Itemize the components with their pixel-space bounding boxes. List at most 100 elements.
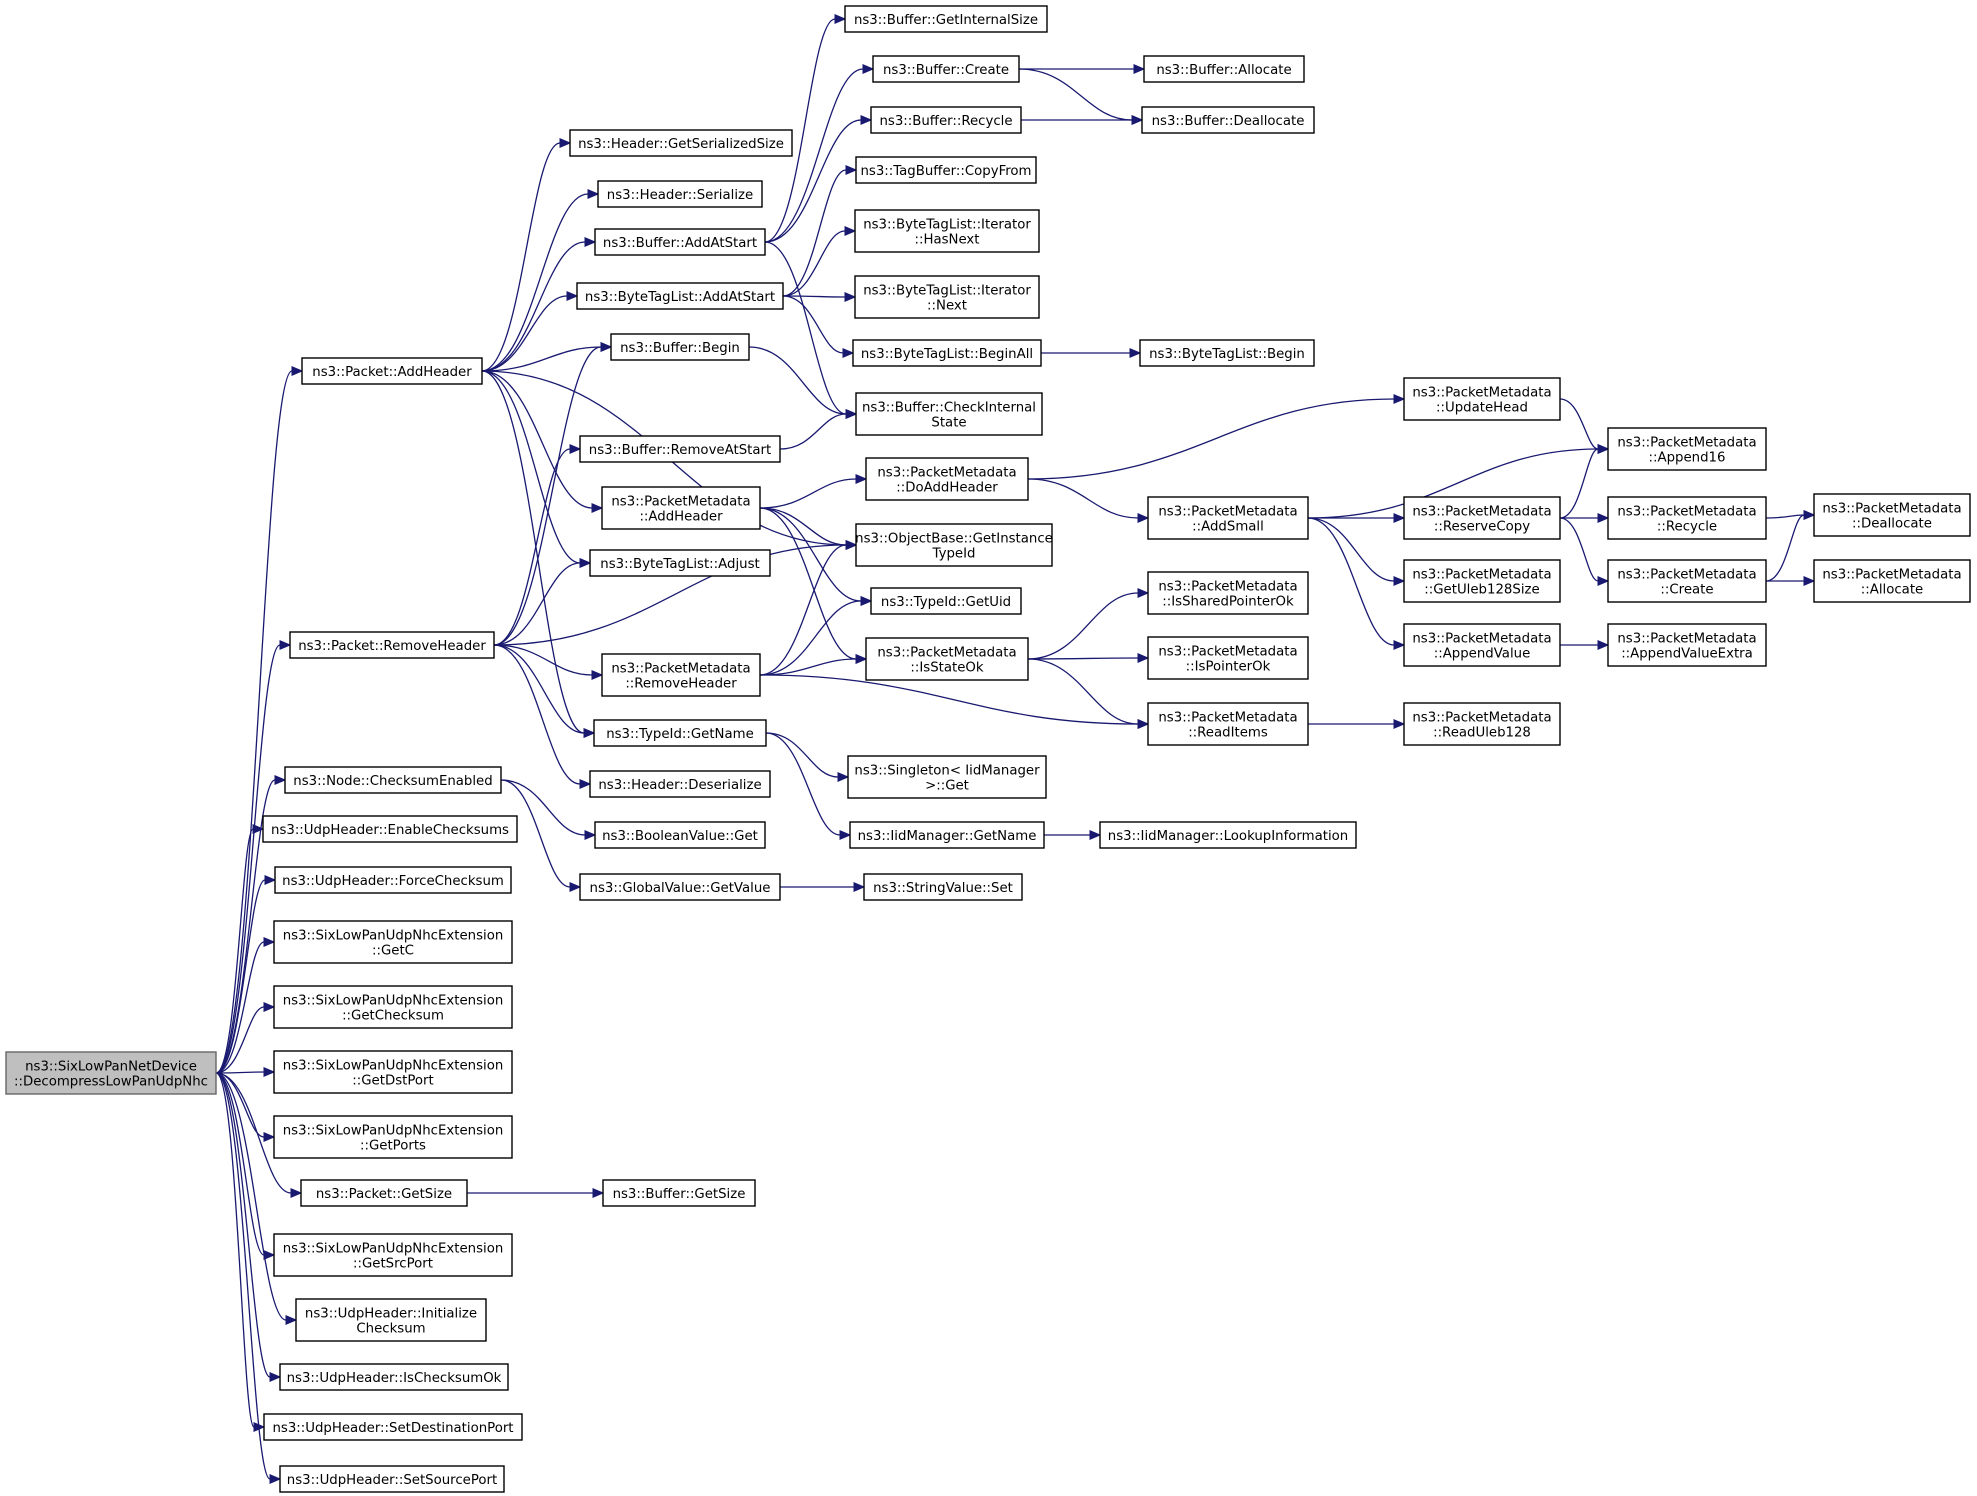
function-node-buf-deallocate[interactable]: ns3::Buffer::Deallocate <box>1141 106 1315 134</box>
function-node-pm-issharedptrok[interactable]: ns3::PacketMetadata::IsSharedPointerOk <box>1147 571 1309 615</box>
arrowhead <box>269 1474 282 1484</box>
node-label: ::GetPorts <box>360 1139 426 1154</box>
node-label: ::IsStateOk <box>910 661 983 676</box>
call-edge-pkt-removeheader-to-ob-getinstancetypeid <box>493 544 847 646</box>
function-node-buf-recycle[interactable]: ns3::Buffer::Recycle <box>870 106 1022 134</box>
function-node-nhc-getc[interactable]: ns3::SixLowPanUdpNhcExtension::GetC <box>273 920 513 964</box>
function-node-tagbuf-copyfrom[interactable]: ns3::TagBuffer::CopyFrom <box>855 156 1037 184</box>
node-box <box>5 1051 217 1095</box>
function-node-nhc-getports[interactable]: ns3::SixLowPanUdpNhcExtension::GetPorts <box>273 1115 513 1159</box>
function-node-btl-it-next[interactable]: ns3::ByteTagList::Iterator::Next <box>854 275 1040 319</box>
node-box <box>589 770 771 798</box>
node-label: ::GetSrcPort <box>353 1257 433 1272</box>
arrowhead <box>834 14 847 24</box>
call-edge-pkt-removeheader-to-buf-begin <box>493 346 602 646</box>
node-box <box>863 873 1023 901</box>
function-node-buf-allocate[interactable]: ns3::Buffer::Allocate <box>1143 55 1305 83</box>
node-label: ::DecompressLowPanUdpNhc <box>14 1075 208 1090</box>
node-box <box>1143 55 1305 83</box>
function-node-pm-updatehead[interactable]: ns3::PacketMetadata::UpdateHead <box>1403 377 1561 421</box>
function-node-pm-addheader[interactable]: ns3::PacketMetadata::AddHeader <box>601 486 761 530</box>
function-node-pm-deallocate[interactable]: ns3::PacketMetadata::Deallocate <box>1813 493 1971 537</box>
node-label: ns3::Buffer::RemoveAtStart <box>589 443 771 458</box>
node-label: ns3::PacketMetadata <box>1617 436 1756 451</box>
function-node-pm-appendvalue[interactable]: ns3::PacketMetadata::AppendValue <box>1403 623 1561 667</box>
node-box <box>855 392 1043 436</box>
function-node-hdr-deserialize[interactable]: ns3::Header::Deserialize <box>589 770 771 798</box>
function-node-pm-isptrok[interactable]: ns3::PacketMetadata::IsPointerOk <box>1147 636 1309 680</box>
function-node-buf-removeatstart[interactable]: ns3::Buffer::RemoveAtStart <box>579 435 781 463</box>
function-node-pm-recycle[interactable]: ns3::PacketMetadata::Recycle <box>1607 496 1767 540</box>
function-node-hdr-serialize[interactable]: ns3::Header::Serialize <box>597 180 763 208</box>
function-node-root[interactable]: ns3::SixLowPanNetDevice::DecompressLowPa… <box>5 1051 217 1095</box>
arrowhead <box>559 138 572 148</box>
node-label: ns3::TagBuffer::CopyFrom <box>860 164 1031 179</box>
arrowhead <box>845 540 858 550</box>
function-node-node-checksum[interactable]: ns3::Node::ChecksumEnabled <box>284 766 502 794</box>
call-edge-pm-removeheader-to-pm-readitems <box>759 674 1139 725</box>
function-node-nhc-getdstport[interactable]: ns3::SixLowPanUdpNhcExtension::GetDstPor… <box>273 1050 513 1094</box>
function-node-btl-beginall[interactable]: ns3::ByteTagList::BeginAll <box>852 339 1042 367</box>
call-edge-pkt-addheader-to-btl-adjust <box>481 370 581 564</box>
function-node-hdr-getsersize[interactable]: ns3::Header::GetSerializedSize <box>569 129 793 157</box>
function-node-pm-create[interactable]: ns3::PacketMetadata::Create <box>1607 559 1767 603</box>
function-node-pm-appendvalueextra[interactable]: ns3::PacketMetadata::AppendValueExtra <box>1607 623 1767 667</box>
function-node-buf-getsize[interactable]: ns3::Buffer::GetSize <box>602 1179 756 1207</box>
function-node-bool-get[interactable]: ns3::BooleanValue::Get <box>594 821 766 849</box>
arrowhead <box>263 937 276 947</box>
function-node-iid-getname[interactable]: ns3::IidManager::GetName <box>849 821 1045 849</box>
function-node-btl-it-hasnext[interactable]: ns3::ByteTagList::Iterator::HasNext <box>854 209 1040 253</box>
function-node-udp-setdst[interactable]: ns3::UdpHeader::SetDestinationPort <box>263 1413 523 1441</box>
function-node-typeid-getname[interactable]: ns3::TypeId::GetName <box>593 719 767 747</box>
function-node-gv-getvalue[interactable]: ns3::GlobalValue::GetValue <box>579 873 781 901</box>
node-box <box>273 1115 513 1159</box>
function-node-udp-enablechk[interactable]: ns3::UdpHeader::EnableChecksums <box>262 815 518 843</box>
function-node-typeid-getuid[interactable]: ns3::TypeId::GetUid <box>870 587 1022 615</box>
function-node-nhc-getchecksum[interactable]: ns3::SixLowPanUdpNhcExtension::GetChecks… <box>273 985 513 1029</box>
function-node-pm-getuleb128size[interactable]: ns3::PacketMetadata::GetUleb128Size <box>1403 559 1561 603</box>
function-node-pm-append16[interactable]: ns3::PacketMetadata::Append16 <box>1607 427 1767 471</box>
function-node-buf-addatstart[interactable]: ns3::Buffer::AddAtStart <box>594 228 766 256</box>
arrowhead <box>855 654 868 664</box>
call-edge-root-to-udp-ischkok <box>215 1072 271 1378</box>
node-label: ::Deallocate <box>1852 517 1932 532</box>
function-node-buf-create[interactable]: ns3::Buffer::Create <box>872 55 1020 83</box>
function-node-sv-set[interactable]: ns3::StringValue::Set <box>863 873 1023 901</box>
function-node-nhc-getsrcport[interactable]: ns3::SixLowPanUdpNhcExtension::GetSrcPor… <box>273 1233 513 1277</box>
function-node-pm-removeheader[interactable]: ns3::PacketMetadata::RemoveHeader <box>601 653 761 697</box>
function-node-iid-lookupinfo[interactable]: ns3::IidManager::LookupInformation <box>1099 821 1357 849</box>
call-edge-buf-addatstart-to-buf-create <box>764 68 864 243</box>
function-node-pkt-removeheader[interactable]: ns3::Packet::RemoveHeader <box>289 631 495 659</box>
function-node-pm-readuleb128[interactable]: ns3::PacketMetadata::ReadUleb128 <box>1403 702 1561 746</box>
function-node-buf-begin[interactable]: ns3::Buffer::Begin <box>610 333 750 361</box>
function-node-singleton-get[interactable]: ns3::Singleton< IidManager>::Get <box>847 755 1047 799</box>
arrowhead <box>1597 576 1610 586</box>
function-node-pm-addsmall[interactable]: ns3::PacketMetadata::AddSmall <box>1147 496 1309 540</box>
function-node-pm-allocate[interactable]: ns3::PacketMetadata::Allocate <box>1813 559 1971 603</box>
call-edge-btl-addatstart-to-tagbuf-copyfrom <box>782 169 847 297</box>
function-node-btl-adjust[interactable]: ns3::ByteTagList::Adjust <box>589 549 771 577</box>
function-node-pm-readitems[interactable]: ns3::PacketMetadata::ReadItems <box>1147 702 1309 746</box>
call-edge-root-to-nhc-getc <box>215 941 265 1074</box>
function-node-udp-forcechk[interactable]: ns3::UdpHeader::ForceChecksum <box>274 866 512 894</box>
function-node-pm-isstateok[interactable]: ns3::PacketMetadata::IsStateOk <box>865 637 1029 681</box>
call-edge-pm-reservecopy-to-pm-create <box>1559 517 1599 582</box>
function-node-btl-begin[interactable]: ns3::ByteTagList::Begin <box>1139 339 1315 367</box>
node-box <box>300 1179 468 1207</box>
function-node-pkt-addheader[interactable]: ns3::Packet::AddHeader <box>301 357 483 385</box>
function-node-pm-reservecopy[interactable]: ns3::PacketMetadata::ReserveCopy <box>1403 496 1561 540</box>
function-node-buf-getinternalsize[interactable]: ns3::Buffer::GetInternalSize <box>844 5 1048 33</box>
node-label: ::GetC <box>372 944 414 959</box>
function-node-pm-doaddheader[interactable]: ns3::PacketMetadata::DoAddHeader <box>865 457 1029 501</box>
call-edge-root-to-udp-forcechk <box>215 879 266 1074</box>
node-box <box>1139 339 1315 367</box>
node-label: ns3::IidManager::LookupInformation <box>1108 829 1348 844</box>
call-edge-pm-addsmall-to-pm-append16 <box>1307 448 1599 519</box>
function-node-pkt-getsize[interactable]: ns3::Packet::GetSize <box>300 1179 468 1207</box>
function-node-udp-ischkok[interactable]: ns3::UdpHeader::IsChecksumOk <box>279 1363 509 1391</box>
function-node-udp-setsrc[interactable]: ns3::UdpHeader::SetSourcePort <box>279 1465 505 1493</box>
function-node-btl-addatstart[interactable]: ns3::ByteTagList::AddAtStart <box>576 282 784 310</box>
